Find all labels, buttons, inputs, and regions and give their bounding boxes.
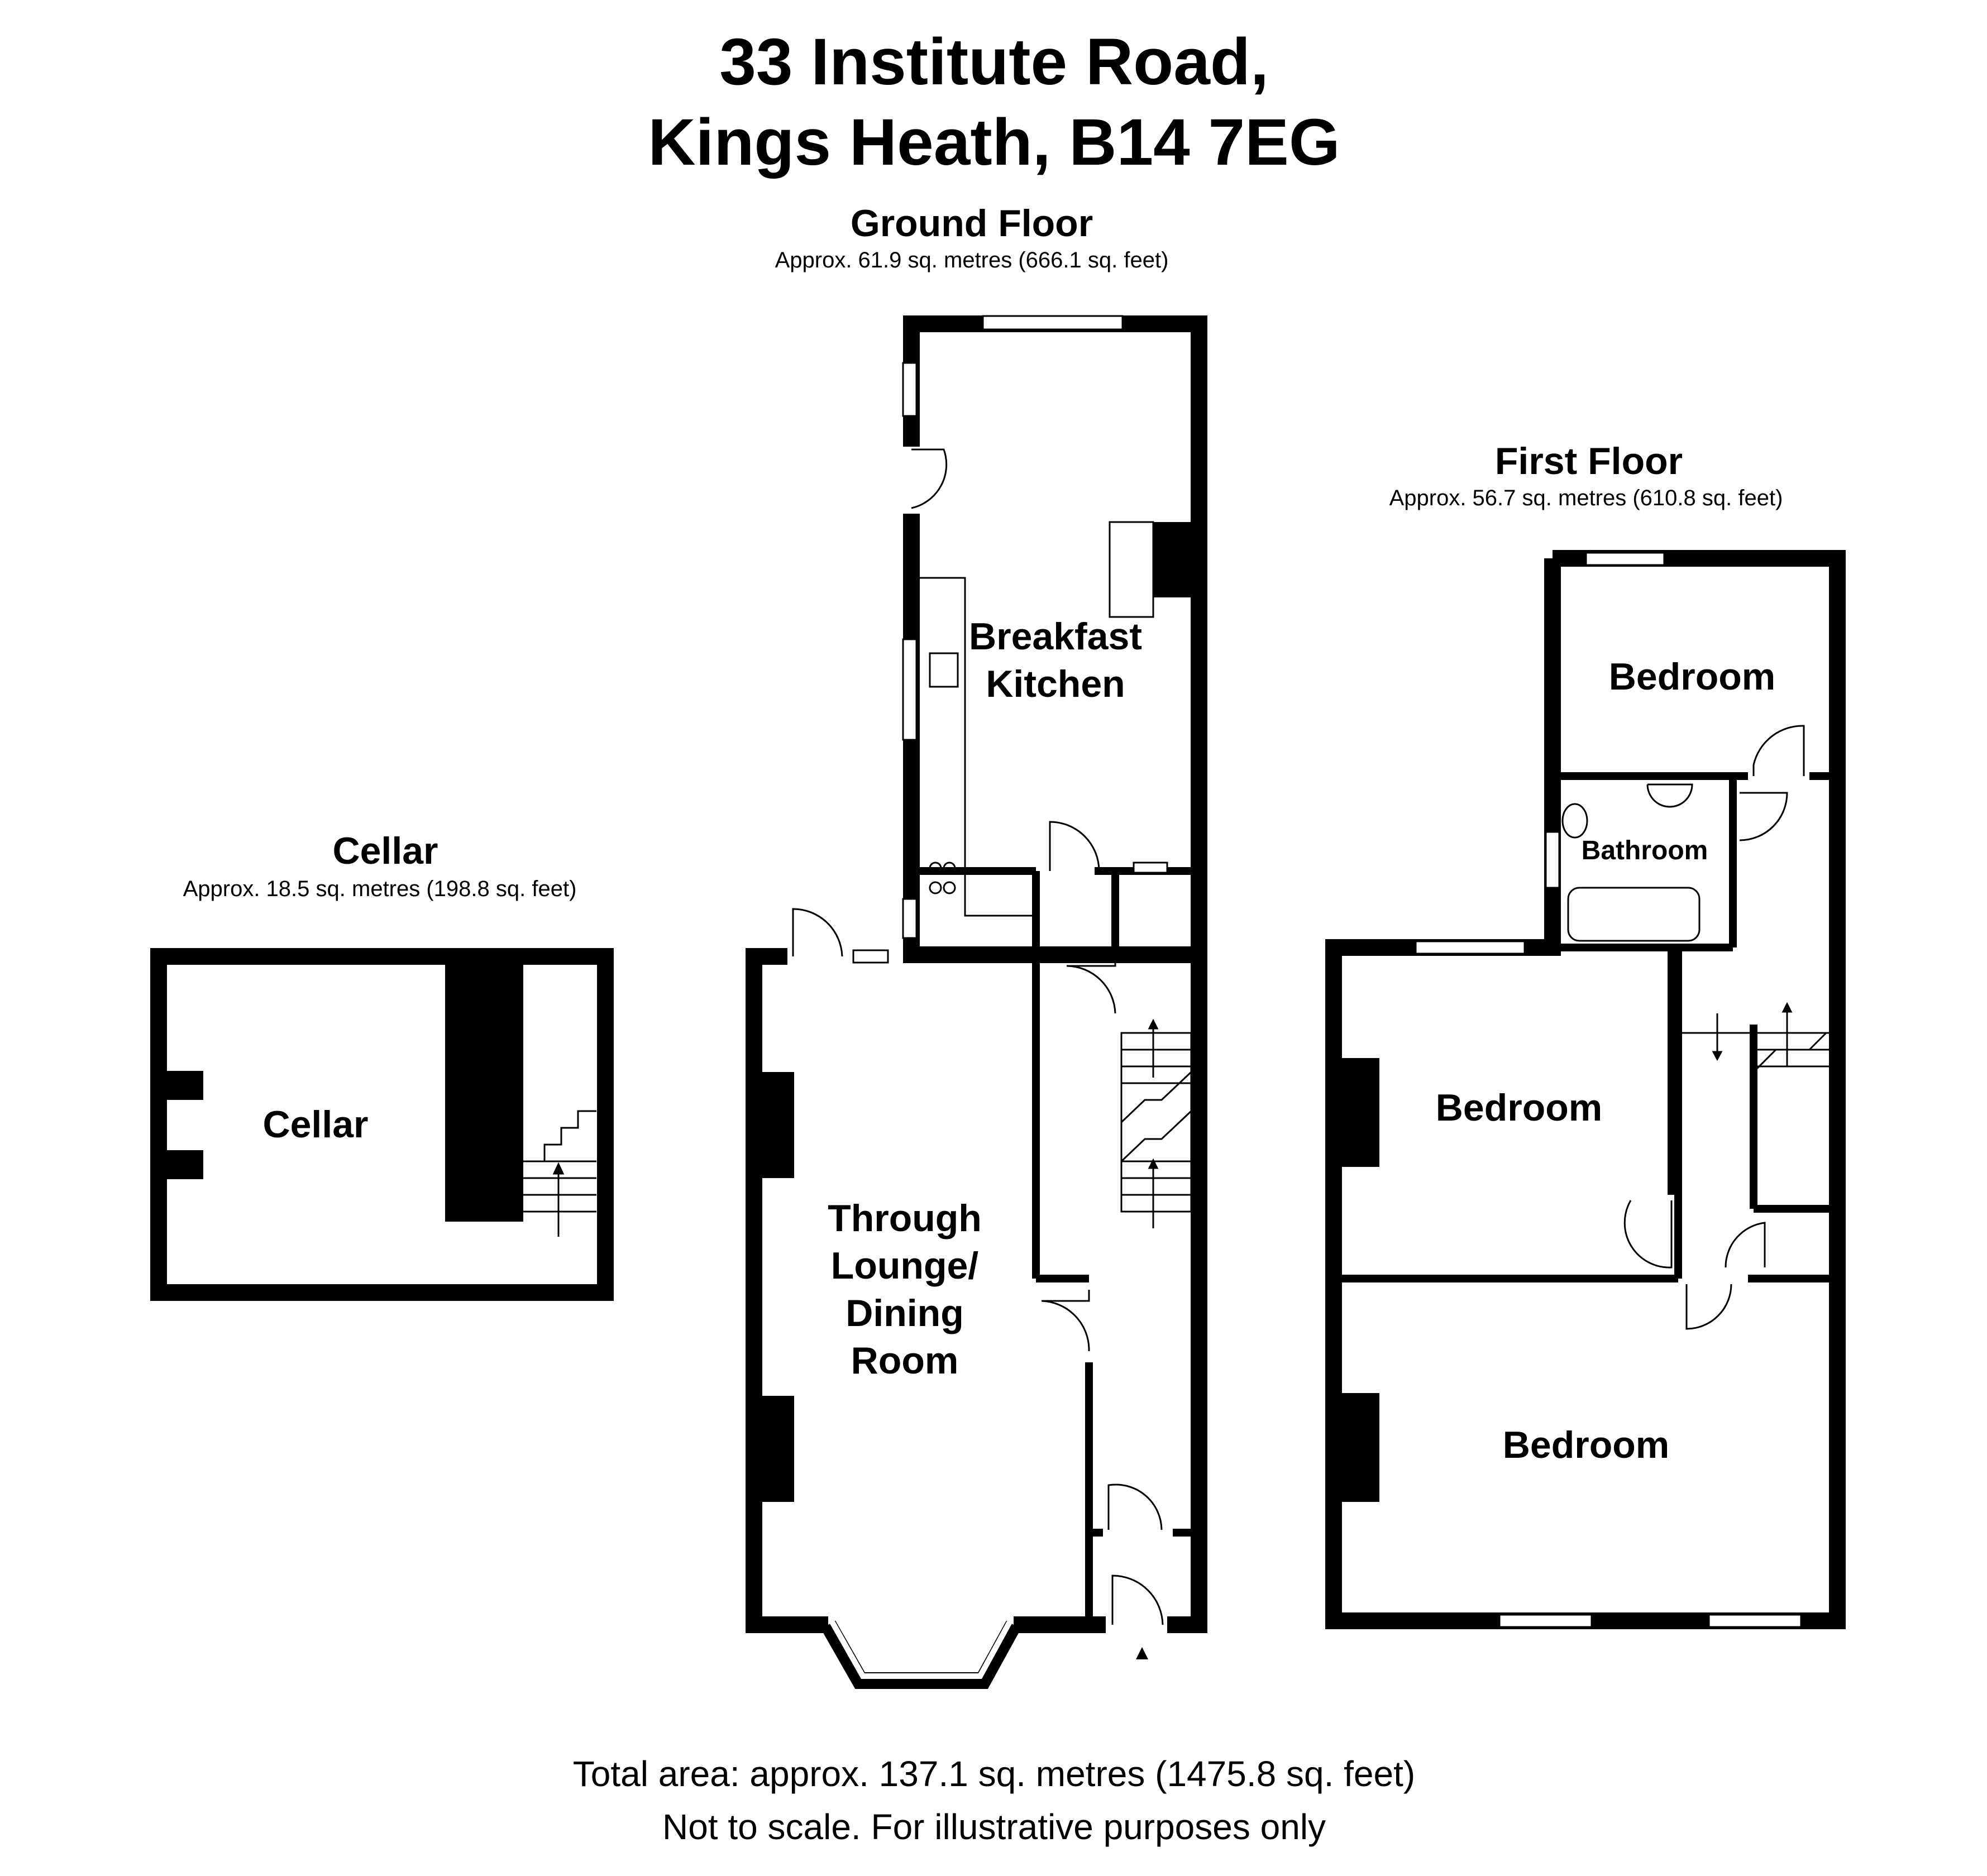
lounge-rear-window [852, 949, 889, 964]
cellar-pier-lower [159, 1150, 203, 1179]
hob-ring-3 [929, 881, 942, 894]
address-line-2: Kings Heath, B14 7EG [648, 106, 1340, 179]
ground-floor-plan [746, 315, 1207, 1689]
entrance-arrow [1136, 1647, 1148, 1659]
cellar-title: Cellar [332, 830, 438, 872]
kitchen-side-door [911, 448, 948, 509]
lounge-outer-wall [746, 956, 828, 1633]
room-label-lounge-line-3: Dining [846, 1292, 964, 1334]
room-label-cellar: Cellar [262, 1103, 369, 1146]
bathroom-door [1739, 792, 1788, 841]
kitchen-chimney [1153, 522, 1191, 597]
cellar-walls [150, 948, 614, 1301]
basin [1646, 783, 1693, 808]
first-floor-area: Approx. 56.7 sq. metres (610.8 sq. feet) [1389, 486, 1783, 510]
cupboard-door [1725, 1222, 1766, 1268]
room-label-lounge-line-2: Lounge/ [830, 1245, 979, 1287]
lounge-back-door [792, 908, 843, 957]
lounge-hall-door [1041, 1290, 1090, 1352]
kitchen-hob-unit [1109, 521, 1154, 618]
kitchen-sink [929, 652, 959, 688]
lounge-chimney-lower [754, 1396, 794, 1502]
room-label-bathroom: Bathroom [1581, 836, 1708, 865]
bedroom-mid-window [1415, 940, 1526, 955]
ground-staircase [1120, 1018, 1192, 1228]
ground-floor-area: Approx. 61.9 sq. metres (666.1 sq. feet) [775, 248, 1169, 272]
cellar-chimney-breast [445, 956, 523, 1222]
bedroom-top-door [1752, 725, 1805, 776]
bath-tub [1567, 887, 1701, 942]
porch-door [1107, 1483, 1163, 1530]
room-label-bedroom-top: Bedroom [1608, 655, 1776, 698]
hob-ring-4 [943, 881, 956, 894]
bathroom-window [1545, 831, 1560, 889]
ground-floor-title: Ground Floor [850, 202, 1093, 245]
stair-cupboard-door [1066, 955, 1116, 1014]
room-label-kitchen: Breakfast Kitchen [938, 613, 1173, 708]
first-floor-title: First Floor [1494, 440, 1683, 482]
kitchen-side-window-2 [902, 638, 918, 741]
bedroom-bottom-door [1685, 1284, 1732, 1330]
cellar-plan [150, 948, 614, 1301]
kitchen-side-window-3 [902, 898, 918, 939]
room-label-kitchen-line-1: Breakfast [969, 615, 1142, 658]
bay-window-glass [829, 1620, 1012, 1679]
bedroom-bottom-window-2 [1708, 1614, 1802, 1628]
first-floor-plan [1325, 550, 1846, 1629]
bedroom-top-window [1585, 552, 1665, 566]
lounge-chimney-upper [754, 1072, 794, 1178]
room-label-lounge-line-1: Through [828, 1197, 982, 1240]
room-label-kitchen-line-2: Kitchen [986, 663, 1125, 705]
cellar-pier-upper [159, 1071, 203, 1100]
kitchen-worktop [920, 577, 1036, 917]
bedroom-bottom-window-1 [1498, 1614, 1593, 1628]
cellar-area: Approx. 18.5 sq. metres (198.8 sq. feet) [183, 877, 577, 901]
stair-window [1133, 862, 1168, 874]
room-label-lounge: Through Lounge/ Dining Room [793, 1195, 1016, 1385]
kitchen-side-door-gap [903, 447, 920, 514]
lounge-back-door-gap [787, 948, 849, 965]
bedroom-mid-chimney [1334, 1058, 1379, 1167]
hob-ring-1 [929, 862, 942, 875]
total-area: Total area: approx. 137.1 sq. metres (14… [572, 1754, 1416, 1794]
disclaimer: Not to scale. For illustrative purposes … [662, 1807, 1326, 1847]
bedroom-bottom-chimney [1334, 1393, 1379, 1502]
toilet [1561, 803, 1588, 839]
kitchen-hall-door [1049, 821, 1100, 872]
room-label-bedroom-bottom: Bedroom [1502, 1424, 1670, 1466]
kitchen-top-window [982, 315, 1124, 331]
room-label-bedroom-mid: Bedroom [1435, 1087, 1603, 1129]
address-line-1: 33 Institute Road, [719, 25, 1269, 99]
front-door [1111, 1574, 1164, 1625]
bedroom-mid-door [1623, 1200, 1673, 1269]
hob-ring-2 [943, 862, 956, 875]
front-door-gap [1106, 1616, 1167, 1633]
kitchen-side-window-1 [902, 362, 918, 417]
cellar-staircase [523, 1110, 596, 1237]
first-staircase [1678, 1002, 1837, 1073]
bay-window [820, 1620, 1021, 1689]
room-label-lounge-line-4: Room [851, 1339, 959, 1382]
